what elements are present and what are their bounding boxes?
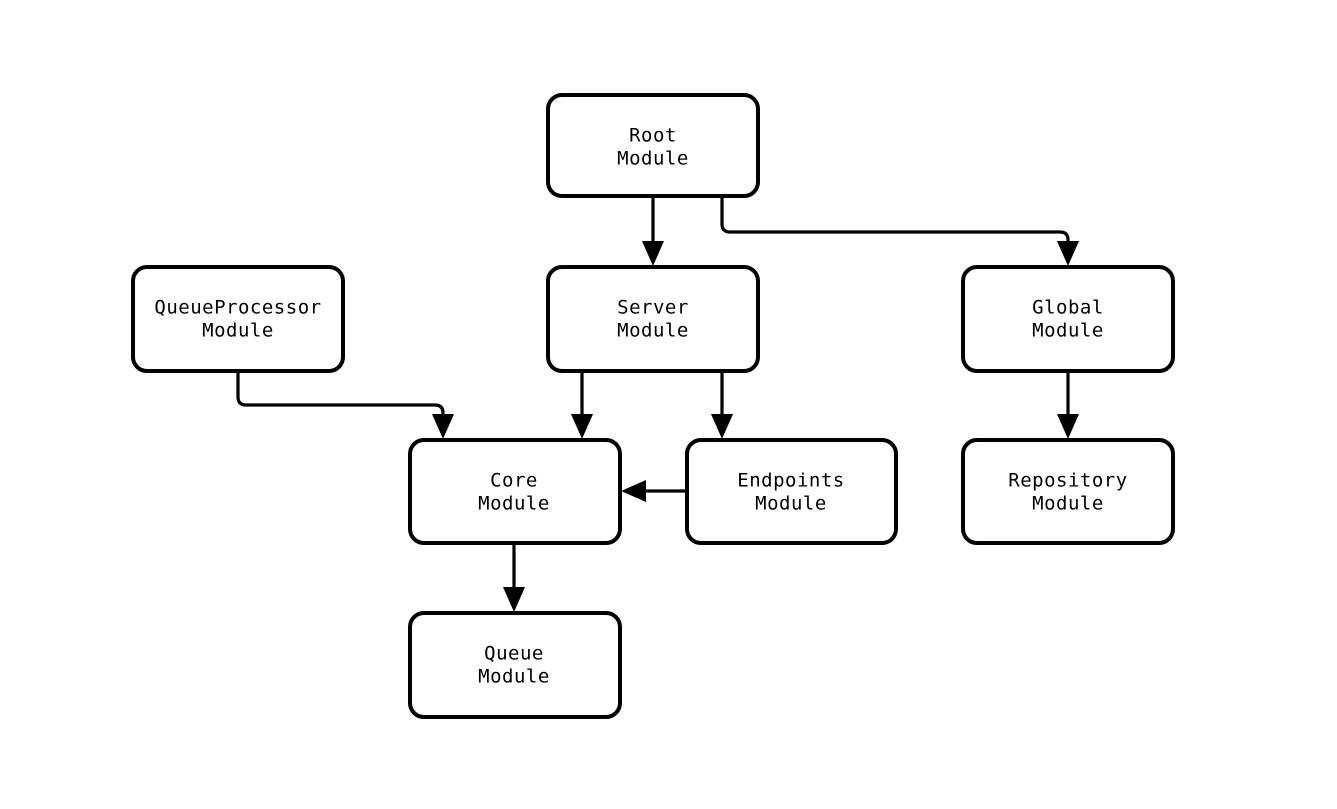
node-endpoints-module-box[interactable] [685, 438, 898, 545]
node-queueprocessor-module-label-line2: Module [202, 320, 274, 342]
node-root-module-label-line2: Module [617, 148, 689, 170]
edge-queueprocessor-to-core-line [236, 371, 445, 422]
node-queueprocessor-module[interactable]: QueueProcessor Module [131, 265, 345, 373]
node-server-module-label-line2: Module [617, 320, 689, 342]
edge-root-to-global-arrowhead [1057, 241, 1079, 266]
node-core-module[interactable]: Core Module [408, 438, 622, 545]
node-server-module-box[interactable] [546, 265, 760, 373]
edge-queueprocessor-to-core-arrowhead [432, 414, 454, 439]
node-repository-module[interactable]: Repository Module [961, 438, 1175, 545]
node-repository-module-label-line1: Repository [1008, 470, 1127, 492]
edge-root-to-server [642, 196, 664, 266]
edge-root-to-server-arrowhead [642, 241, 664, 266]
node-server-module[interactable]: Server Module [546, 265, 760, 373]
edge-root-to-global-line [720, 196, 1070, 249]
node-root-module[interactable]: Root Module [546, 93, 760, 198]
edge-server-to-core-arrowhead [571, 414, 593, 439]
node-layer: Root Module QueueProcessor Module Server… [131, 93, 1175, 719]
edge-server-to-endpoints [711, 371, 733, 439]
node-queueprocessor-module-box[interactable] [131, 265, 345, 373]
node-endpoints-module[interactable]: Endpoints Module [685, 438, 898, 545]
node-repository-module-box[interactable] [961, 438, 1175, 545]
edge-server-to-core [571, 371, 593, 439]
node-queueprocessor-module-label-line1: QueueProcessor [154, 297, 321, 319]
edge-queueprocessor-to-core [236, 371, 454, 439]
edge-endpoints-to-core-arrowhead [621, 480, 646, 502]
node-queue-module-label-line1: Queue [484, 643, 544, 665]
node-queue-module-box[interactable] [408, 611, 622, 719]
node-root-module-box[interactable] [546, 93, 760, 198]
node-root-module-label-line1: Root [629, 125, 677, 147]
node-endpoints-module-label-line2: Module [755, 493, 827, 515]
edge-core-to-queue [503, 543, 525, 612]
node-queue-module[interactable]: Queue Module [408, 611, 622, 719]
node-core-module-label-line2: Module [478, 493, 550, 515]
edge-global-to-repository-arrowhead [1057, 414, 1079, 439]
node-server-module-label-line1: Server [617, 297, 689, 319]
edge-root-to-global [720, 196, 1079, 266]
edge-endpoints-to-core [621, 480, 687, 502]
node-core-module-label-line1: Core [490, 470, 538, 492]
node-endpoints-module-label-line1: Endpoints [737, 470, 844, 492]
node-global-module-label-line1: Global [1032, 297, 1104, 319]
node-queue-module-label-line2: Module [478, 666, 550, 688]
node-repository-module-label-line2: Module [1032, 493, 1104, 515]
edge-layer [236, 196, 1079, 612]
node-global-module-box[interactable] [961, 265, 1175, 373]
edge-core-to-queue-arrowhead [503, 587, 525, 612]
node-global-module[interactable]: Global Module [961, 265, 1175, 373]
node-core-module-box[interactable] [408, 438, 622, 545]
edge-server-to-endpoints-arrowhead [711, 414, 733, 439]
edge-global-to-repository [1057, 371, 1079, 439]
node-global-module-label-line2: Module [1032, 320, 1104, 342]
